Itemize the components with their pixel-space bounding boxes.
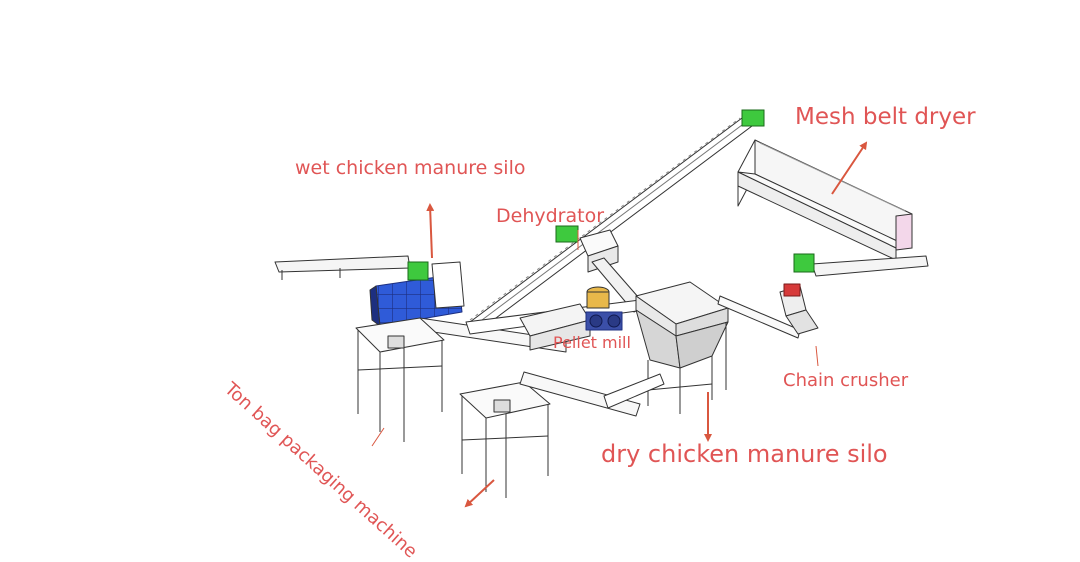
label-mesh-belt-dryer: Mesh belt dryer	[795, 104, 976, 130]
motor-wet-silo	[407, 261, 429, 281]
ton-bag-packer-right	[459, 381, 551, 498]
arrow-dryer	[831, 141, 868, 195]
conveyor-to-packer	[519, 371, 665, 417]
ton-bag-packer-left	[355, 317, 445, 442]
dry-silo	[635, 281, 729, 414]
label-dehydrator: Dehydrator	[496, 205, 605, 227]
arrow-packer	[464, 479, 495, 508]
pellet-mill	[519, 286, 623, 351]
arrow-wet-silo	[426, 203, 435, 259]
label-chain-crusher: Chain crusher	[783, 370, 909, 391]
label-dry-silo: dry chicken manure silo	[601, 440, 888, 468]
incline-conveyor-to-dryer	[461, 117, 753, 337]
dehydrator	[579, 229, 647, 313]
mesh-belt-dryer	[737, 139, 913, 261]
motor-dehydrator	[555, 225, 579, 243]
arrows	[371, 141, 868, 508]
motor-right	[793, 253, 815, 273]
tick-ton-left	[371, 427, 385, 447]
label-pellet-mill: Pellet mill	[553, 333, 631, 352]
motor-top	[741, 109, 765, 127]
label-wet-silo: wet chicken manure silo	[295, 157, 526, 179]
tick-chain	[815, 345, 819, 367]
wet-silo	[369, 261, 465, 327]
feed-conveyor-left	[274, 255, 411, 280]
conveyor-dryer-to-crusher	[717, 255, 929, 339]
motor-heads	[407, 109, 815, 281]
chain-crusher	[779, 283, 819, 335]
